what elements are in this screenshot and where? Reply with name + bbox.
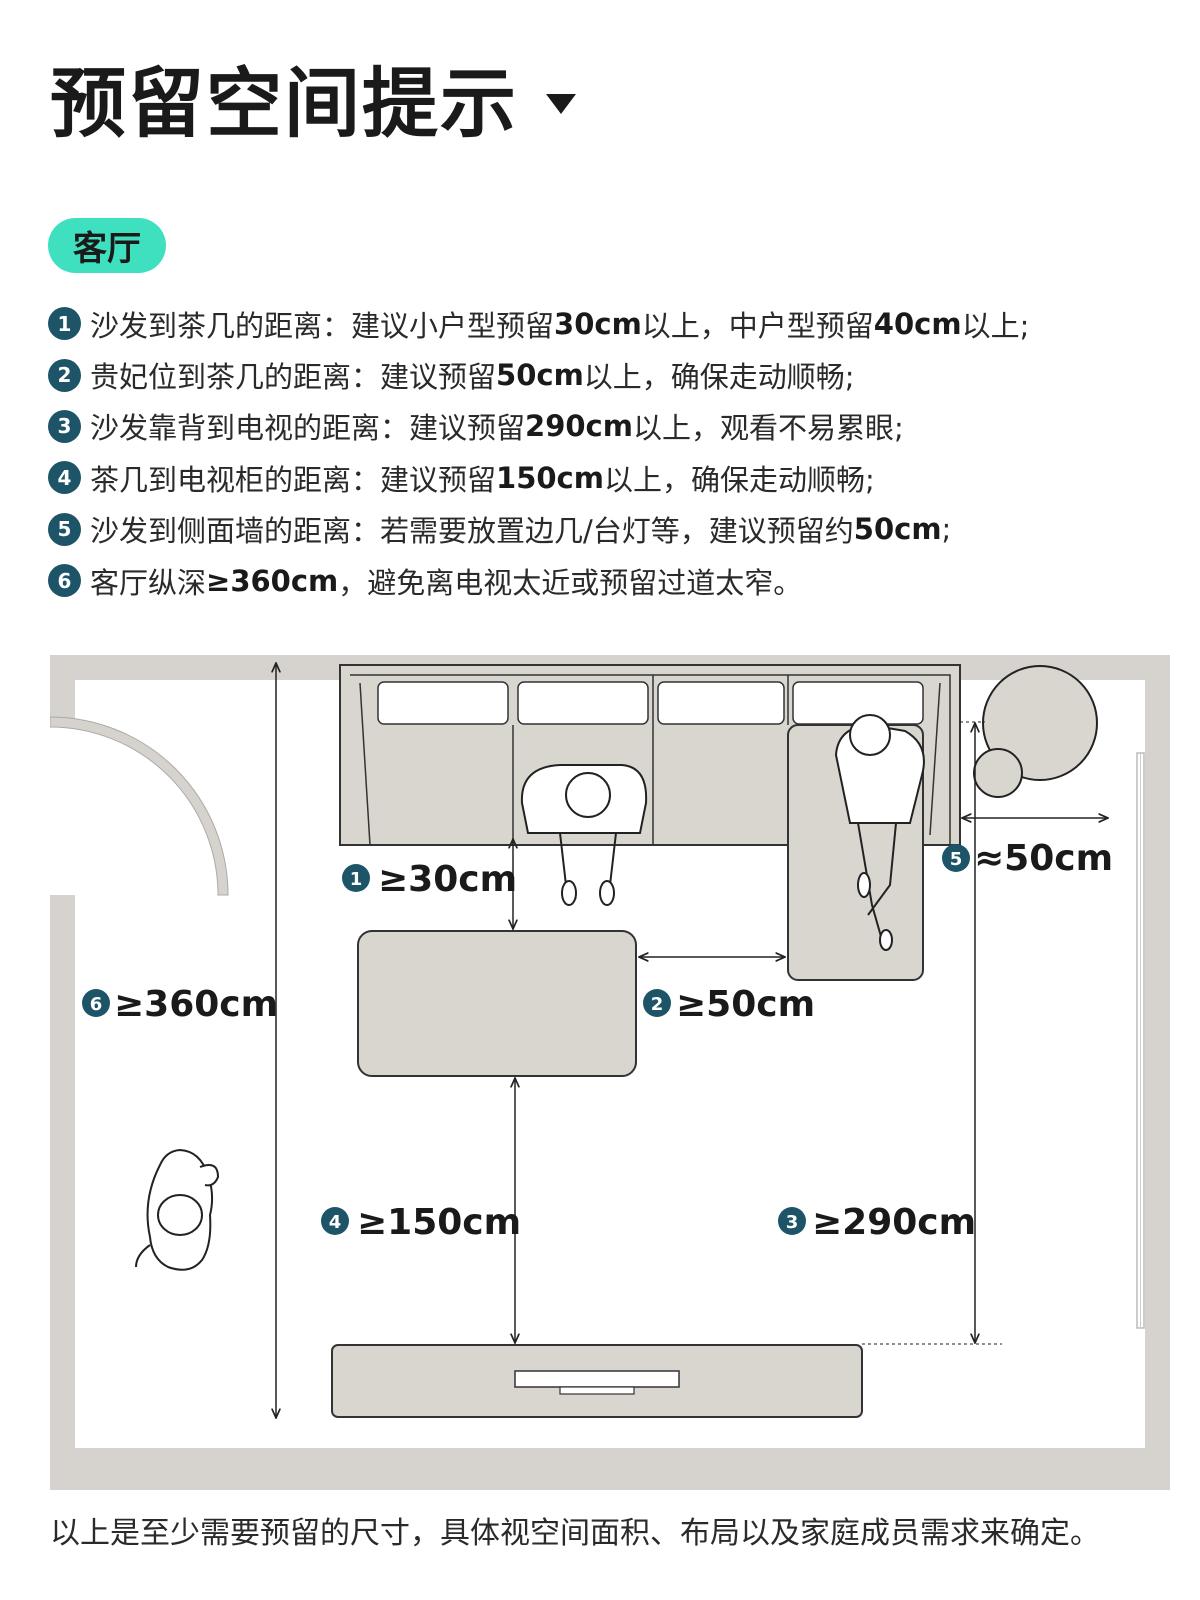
number-badge-icon: 1: [48, 307, 81, 341]
dim-label-2: 2 ≥50cm: [643, 984, 815, 1025]
seated-person-icon: [520, 764, 648, 906]
side-table: [973, 665, 1098, 798]
tip-text: 沙发靠背到电视的距离：建议预留: [90, 411, 526, 446]
tip-text: 贵妃位到茶几的距离：建议预留: [90, 360, 497, 395]
tip-item: 6 客厅纵深≥360cm，避免离电视太近或预留过道太窄。: [48, 555, 1168, 606]
tip-text: 以上，中户型预留: [641, 308, 874, 343]
tip-value: ≥360cm: [206, 563, 339, 598]
number-badge-icon: [942, 844, 970, 872]
number-badge-icon: [778, 1207, 806, 1235]
tip-value: 150cm: [496, 460, 604, 495]
dim-value: ≈50cm: [974, 838, 1113, 879]
door-opening: [50, 725, 75, 895]
coffee-table: [357, 930, 637, 1077]
number-badge-icon: [321, 1207, 349, 1235]
number-badge-icon: 2: [48, 358, 81, 392]
dim-value: ≥50cm: [676, 984, 815, 1025]
title-row: 预留空间提示: [50, 66, 576, 142]
window-icon: [1136, 752, 1145, 1329]
dim-label-4: 4 ≥150cm: [321, 1202, 521, 1243]
tip-value: 290cm: [525, 409, 633, 444]
number-badge-icon: 6: [48, 564, 81, 598]
number-badge-icon: 4: [48, 461, 81, 495]
badge-number: 5: [950, 849, 963, 870]
tip-text: 茶几到电视柜的距离：建议预留: [90, 462, 497, 497]
tv-icon: [514, 1370, 680, 1388]
triangle-down-icon[interactable]: [546, 94, 576, 114]
sofa-cushion: [517, 681, 649, 725]
floor-plan: 1 ≥30cm 2 ≥50cm 3 ≥290cm 4 ≥150cm 5 ≈50c…: [50, 655, 1170, 1490]
number-badge-icon: [342, 864, 370, 892]
dim-value: ≥360cm: [114, 984, 278, 1025]
door-swing-icon: [50, 716, 229, 896]
badge-number: 3: [786, 1212, 799, 1233]
tip-text: ;: [941, 512, 952, 547]
dim-value: ≥150cm: [357, 1202, 521, 1243]
dim-label-3: 3 ≥290cm: [778, 1202, 976, 1243]
sofa-cushion: [657, 681, 785, 725]
badge-number: 1: [350, 869, 363, 890]
tip-value: 50cm: [496, 358, 584, 393]
dog-icon: [135, 1148, 220, 1271]
dim-label-5: 5 ≈50cm: [942, 838, 1113, 879]
sofa-cushion: [377, 681, 509, 725]
page-title: 预留空间提示: [50, 59, 518, 148]
tip-text: 沙发到茶几的距离：建议小户型预留: [90, 308, 555, 343]
dim-value: ≥290cm: [812, 1202, 976, 1243]
dim-value: ≥30cm: [378, 859, 517, 900]
reclining-person-icon: [834, 714, 925, 951]
dim-label-1: 1 ≥30cm: [342, 859, 517, 900]
tip-text: 沙发到侧面墙的距离：若需要放置边几/台灯等，建议预留约: [90, 514, 854, 549]
tip-text: 客厅纵深: [90, 565, 207, 600]
dim-label-6: 6 ≥360cm: [82, 984, 278, 1025]
tip-text: 以上，确保走动顺畅;: [603, 462, 875, 497]
badge-number: 4: [329, 1212, 342, 1233]
number-badge-icon: [82, 989, 110, 1017]
tip-text: 以上，确保走动顺畅;: [583, 360, 855, 395]
tip-value: 30cm: [554, 306, 642, 341]
badge-number: 2: [651, 994, 664, 1015]
number-badge-icon: 5: [48, 512, 81, 546]
tip-value: 50cm: [853, 512, 942, 547]
tip-text: 以上，观看不易累眼;: [632, 411, 904, 446]
tip-text: ，避免离电视太近或预留过道太窄。: [338, 565, 803, 600]
tip-text: 以上;: [961, 308, 1030, 343]
number-badge-icon: [643, 989, 671, 1017]
sofa-cushion: [792, 681, 924, 725]
tip-value: 40cm: [873, 306, 962, 341]
badge-number: 6: [90, 994, 103, 1015]
tv-cabinet: [331, 1344, 863, 1418]
section-badge: 客厅: [48, 218, 166, 273]
number-badge-icon: 3: [48, 409, 81, 443]
footer-note: 以上是至少需要预留的尺寸，具体视空间面积、布局以及家庭成员需求来确定。: [50, 1516, 1100, 1551]
